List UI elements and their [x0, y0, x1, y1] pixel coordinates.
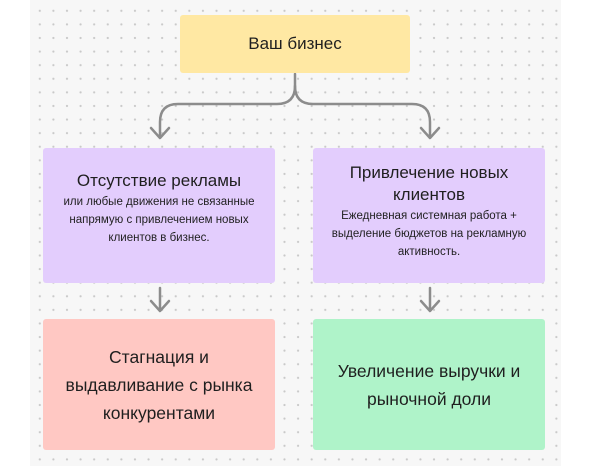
- arrowhead-left-branch: [149, 126, 171, 140]
- node-no-advertising-description: или любые движения не связанные напрямую…: [63, 196, 255, 244]
- node-client-acquisition-description: Ежедневная системная работа + выделение …: [331, 210, 527, 258]
- node-no-advertising-title: Отсутствие рекламы: [76, 171, 242, 190]
- node-stagnation-label: Стагнация и выдавливание с рынка конкуре…: [65, 346, 253, 423]
- node-revenue-growth-label: Увеличение выручки и рыночной доли: [337, 360, 521, 409]
- node-client-acquisition: Привлечение новых клиентов Ежедневная си…: [313, 148, 545, 283]
- node-revenue-growth: Увеличение выручки и рыночной доли: [313, 319, 545, 450]
- arrowhead-right-branch: [419, 126, 441, 140]
- connector-root-to-right: [293, 84, 432, 138]
- node-your-business: Ваш бизнес: [180, 15, 410, 73]
- node-stagnation: Стагнация и выдавливание с рынка конкуре…: [43, 319, 275, 450]
- node-no-advertising: Отсутствие рекламы или любые движения не…: [43, 148, 275, 283]
- arrowhead-right-result: [419, 299, 441, 313]
- node-your-business-label: Ваш бизнес: [248, 34, 342, 53]
- connector-root-to-left: [158, 72, 297, 138]
- node-client-acquisition-title: Привлечение новых клиентов: [349, 163, 509, 204]
- arrowhead-left-result: [149, 299, 171, 313]
